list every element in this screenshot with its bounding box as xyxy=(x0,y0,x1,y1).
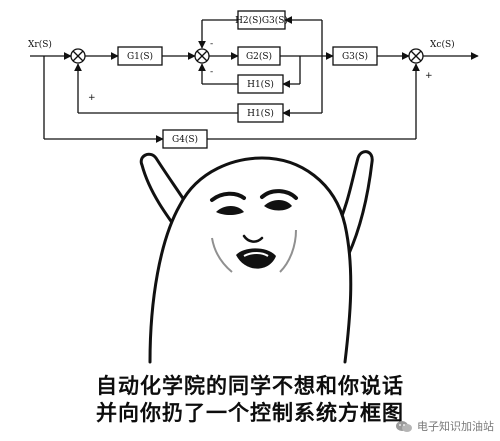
sign-minus-bottom: - xyxy=(210,67,213,77)
block-h2g3-label: H2(S)G3(S) xyxy=(235,15,288,26)
block-g3: G3(S) xyxy=(332,46,378,66)
block-h2g3: H2(S)G3(S) xyxy=(235,10,288,30)
face-icon xyxy=(210,189,298,273)
watermark: 电子知识加油站 xyxy=(395,418,494,434)
watermark-text: 电子知识加油站 xyxy=(417,420,494,433)
input-signal-label: Xr(S) xyxy=(28,39,52,50)
block-g3-label: G3(S) xyxy=(342,51,368,62)
wechat-icon xyxy=(396,420,412,432)
sign-plus-right: + xyxy=(425,71,433,81)
block-g4: G4(S) xyxy=(162,129,208,149)
block-h1-outer-label: H1(S) xyxy=(247,108,274,119)
caption-line-1: 自动化学院的同学不想和你说话 xyxy=(96,374,404,398)
summing-junction-middle xyxy=(194,48,210,64)
block-g1-label: G1(S) xyxy=(127,51,153,62)
sign-plus-left: + xyxy=(88,93,96,103)
block-h1-inner: H1(S) xyxy=(237,74,284,94)
block-h1-outer: H1(S) xyxy=(237,103,284,123)
summing-junction-right xyxy=(408,48,424,64)
block-h1-inner-label: H1(S) xyxy=(247,79,274,90)
caption-line-2: 并向你扔了一个控制系统方框图 xyxy=(96,401,404,425)
block-g2-label: G2(S) xyxy=(246,51,272,62)
sign-minus-top: - xyxy=(210,39,213,49)
block-g2: G2(S) xyxy=(237,46,281,66)
summing-junction-left xyxy=(70,48,86,64)
block-diagram xyxy=(30,16,479,143)
block-g1: G1(S) xyxy=(117,46,163,66)
output-signal-label: Xc(S) xyxy=(430,39,455,50)
block-g4-label: G4(S) xyxy=(172,134,198,145)
